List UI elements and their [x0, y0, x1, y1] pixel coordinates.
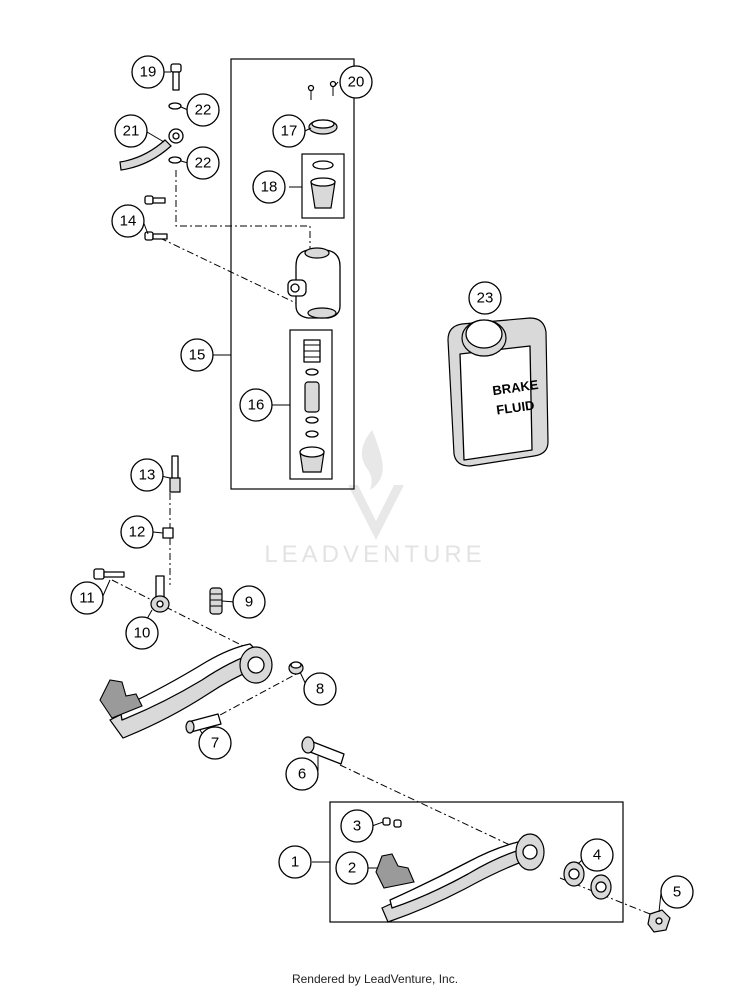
callout-9: 9: [232, 585, 266, 619]
part-23-brake-fluid-can: BRAKE FLUID: [447, 317, 549, 467]
callout-22b: 22: [186, 146, 220, 180]
callout-18: 18: [252, 170, 286, 204]
callout-3: 3: [340, 809, 374, 843]
svg-text:4: 4: [593, 847, 601, 864]
callout-11: 11: [70, 581, 104, 615]
callout-4: 4: [580, 838, 614, 872]
part-8-bushing: [288, 661, 304, 675]
callout-13: 13: [130, 458, 164, 492]
part-6-shoulder-bolt: [301, 736, 345, 765]
svg-text:20: 20: [348, 74, 365, 91]
callout-17: 17: [272, 114, 306, 148]
svg-text:9: 9: [245, 594, 253, 611]
svg-text:15: 15: [189, 347, 206, 364]
svg-text:14: 14: [120, 213, 137, 230]
part-22-washer-upper: [168, 102, 182, 110]
svg-text:16: 16: [248, 397, 265, 414]
svg-text:2: 2: [348, 860, 356, 877]
part-5-nut: [647, 909, 671, 933]
svg-text:8: 8: [316, 681, 324, 698]
part-13-push-rod: [169, 455, 181, 493]
callout-19: 19: [131, 55, 165, 89]
svg-text:19: 19: [140, 64, 157, 81]
part-11-bolt: [93, 568, 125, 580]
group-box-master-cylinder: [230, 58, 355, 490]
svg-text:5: 5: [673, 884, 681, 901]
callout-20: 20: [339, 65, 373, 99]
svg-text:10: 10: [134, 625, 151, 642]
part-12-nut: [162, 527, 174, 539]
callout-2: 2: [335, 851, 369, 885]
callout-10: 10: [125, 616, 159, 650]
fluid-label-line1: BRAKE: [491, 377, 539, 398]
part-22-washer-lower: [168, 156, 182, 164]
svg-text:6: 6: [298, 766, 306, 783]
callout-8: 8: [303, 672, 337, 706]
part-20-cover-screws: [307, 80, 337, 100]
svg-text:13: 13: [139, 467, 156, 484]
callout-14: 14: [111, 204, 145, 238]
part-19-banjo-bolt: [170, 63, 182, 91]
svg-text:3: 3: [353, 818, 361, 835]
svg-text:18: 18: [261, 179, 278, 196]
fluid-label-line2: FLUID: [495, 397, 535, 417]
watermark-text: LEADVENTURE: [264, 541, 485, 568]
callout-5: 5: [660, 875, 694, 909]
part-21-brake-hose: [119, 128, 184, 171]
svg-text:12: 12: [129, 524, 146, 541]
svg-text:11: 11: [79, 590, 95, 607]
callout-15: 15: [180, 338, 214, 372]
callout-23: 23: [468, 281, 502, 315]
svg-text:21: 21: [123, 123, 140, 140]
part-18-diaphragm: [310, 160, 336, 209]
part-2-step-plate: [375, 853, 415, 889]
part-14-screws: [144, 195, 168, 241]
callout-1: 1: [278, 845, 312, 879]
part-7-pin: [185, 713, 222, 734]
svg-text:22: 22: [195, 155, 212, 172]
callout-22a: 22: [186, 93, 220, 127]
svg-text:17: 17: [281, 123, 298, 140]
part-16-piston-kit: [299, 339, 325, 473]
part-1-brake-pedal: [381, 833, 545, 923]
part-17-reservoir-cap: [308, 119, 338, 135]
leadventure-logo-watermark: [348, 430, 404, 540]
part-9-return-spring: [209, 587, 223, 615]
part-15-master-cylinder-body: [287, 247, 341, 319]
svg-text:1: 1: [291, 854, 299, 871]
part-4-bearings: [563, 861, 612, 900]
svg-text:22: 22: [195, 102, 212, 119]
part-3-screws: [382, 817, 402, 828]
callout-16: 16: [239, 388, 273, 422]
part-10-clevis: [150, 575, 170, 613]
callout-7: 7: [198, 726, 232, 760]
callout-6: 6: [285, 757, 319, 791]
brake-pedal-assembled: [99, 643, 273, 739]
svg-text:23: 23: [477, 290, 494, 307]
footer-credit: Rendered by LeadVenture, Inc.: [291, 972, 459, 986]
callout-12: 12: [120, 515, 154, 549]
callout-21: 21: [114, 114, 148, 148]
svg-text:7: 7: [211, 735, 219, 752]
part-18-box: [301, 153, 345, 219]
